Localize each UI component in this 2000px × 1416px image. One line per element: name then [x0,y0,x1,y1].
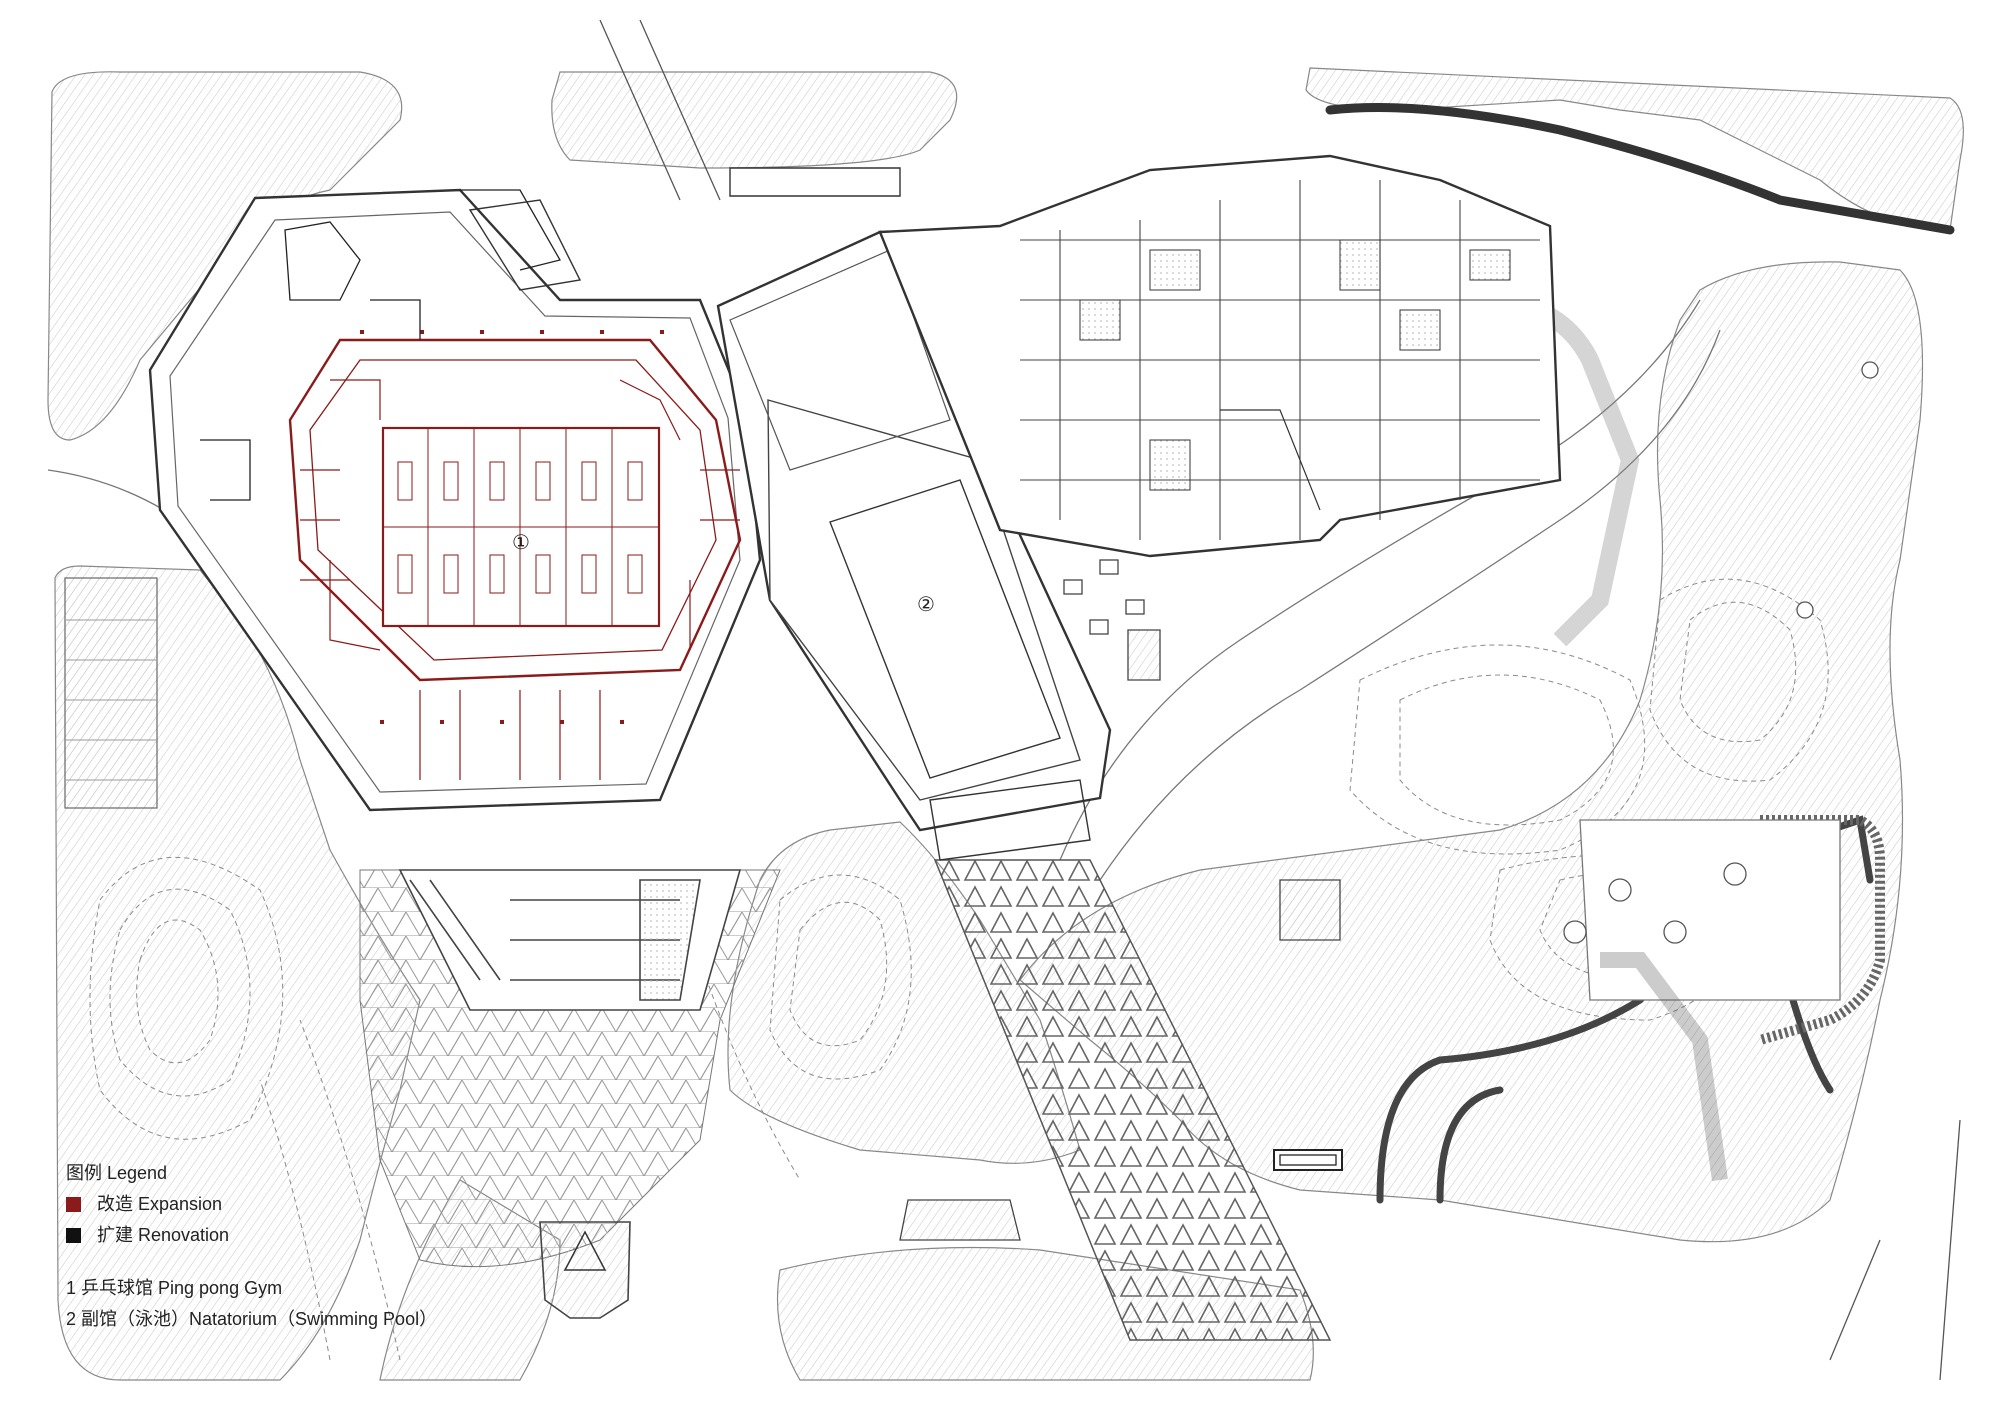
legend-note-1: 1 乒乓球馆 Ping pong Gym [66,1278,283,1298]
building-markers: ① ② [512,532,935,616]
plaza-circles [1563,361,1879,1001]
east-building-cores [1079,239,1511,491]
natatorium [716,230,1112,861]
legend-item-renovation: 扩建 Renovation [66,1220,437,1251]
gym-columns [360,330,664,724]
gym-expansion-rooms [300,379,740,780]
gym-expansion-outline [288,338,742,682]
natatorium-service-rooms [929,779,1091,861]
east-ramp [1220,409,1321,511]
gym-court-grid [383,428,659,626]
south-fountain [539,1221,631,1319]
legend-item-label: 改造 Expansion [97,1194,223,1214]
marker-1: ① [512,532,530,554]
expansion-swatch [66,1197,81,1212]
east-site-features [899,559,1343,1241]
east-building-grid [1020,180,1540,540]
north-annex [468,167,901,291]
gym-inner-shell [169,211,741,793]
natatorium-upper-hall [729,249,951,471]
west-parking [64,577,158,809]
legend-item-label: 扩建 Renovation [97,1225,230,1245]
plaza-right [1579,819,1841,1001]
gym-black-details [200,189,561,501]
legend-item-expansion: 改造 Expansion [66,1189,437,1220]
pool-edge-right [1758,815,1885,1045]
legend-note-2: 2 副馆（泳池）Natatorium（Swimming Pool） [66,1309,438,1329]
south-block [398,869,742,1011]
legend-title: 图例 Legend [66,1163,168,1183]
renovation-swatch [66,1228,81,1243]
east-building [878,154,1562,558]
legend: 图例 Legend 改造 Expansion 扩建 Renovation 1 乒… [66,1158,437,1335]
east-stepped-path [1600,952,1728,1182]
ping-pong-gym [148,188,762,812]
natatorium-pool [829,479,1061,779]
triangle-lattice-ramp [933,859,1332,1341]
landscape-top-center [551,71,958,169]
site-paths [47,19,1961,1381]
marker-2: ② [917,594,935,616]
